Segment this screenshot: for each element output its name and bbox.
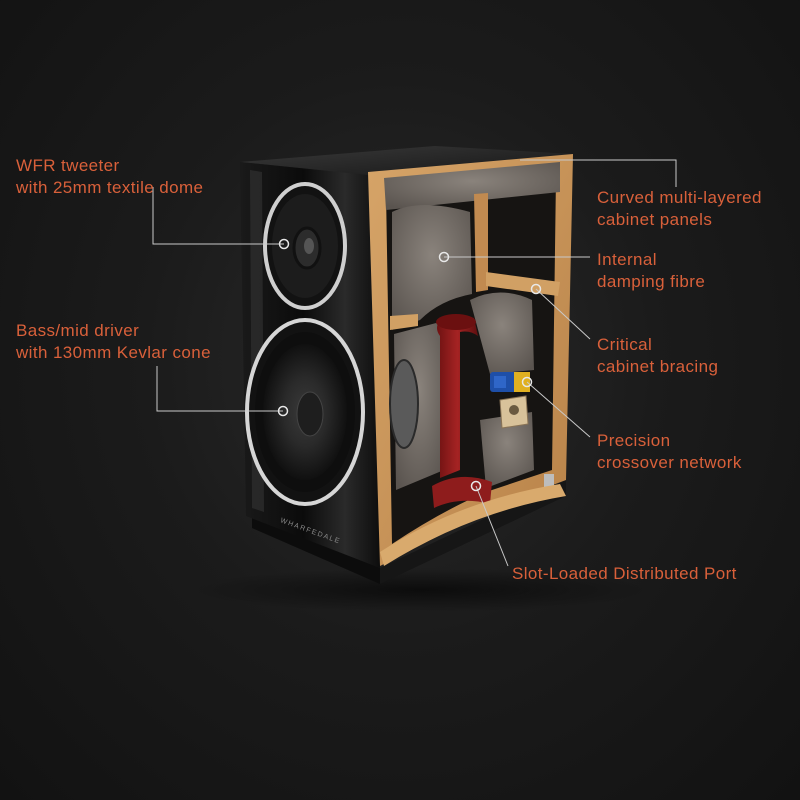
- top-damping-layer: [384, 162, 560, 210]
- lower-felt-bottom: [480, 412, 534, 488]
- cabinet-brace-left: [390, 314, 418, 330]
- callout-damping-line2: damping fibre: [597, 272, 706, 291]
- marker-damping: [438, 251, 450, 263]
- callout-bass-mid: Bass/mid driver with 130mm Kevlar cone: [16, 320, 211, 364]
- curved-base-panel: [380, 484, 566, 566]
- marker-crossover: [521, 376, 533, 388]
- distributed-port: [432, 314, 492, 508]
- callout-bracing-line2: cabinet bracing: [597, 357, 719, 376]
- leader-line-port: [475, 485, 509, 567]
- marker-bracing: [530, 283, 542, 295]
- cabinet-brace-shelf: [486, 272, 560, 296]
- floor-shadow: [190, 568, 650, 612]
- callout-bass-mid-line1: Bass/mid driver: [16, 321, 140, 340]
- leader-line-tweeter: [152, 187, 284, 245]
- marker-tweeter: [278, 238, 290, 250]
- callout-crossover-line1: Precision: [597, 431, 671, 450]
- callout-damping: Internal damping fibre: [597, 249, 705, 293]
- vertical-brace: [474, 193, 488, 292]
- leader-line-bass-mid: [156, 366, 283, 412]
- lower-felt-right: [470, 292, 534, 374]
- callout-markers: [277, 238, 542, 492]
- marker-bass-mid: [277, 405, 289, 417]
- leader-lines: [152, 159, 677, 567]
- callout-crossover-line2: crossover network: [597, 453, 742, 472]
- callout-bracing-line1: Critical: [597, 335, 653, 354]
- callout-damping-line1: Internal: [597, 250, 657, 269]
- bass-mid-driver: [245, 318, 365, 506]
- callout-crossover: Precision crossover network: [597, 430, 742, 474]
- marker-port: [470, 480, 482, 492]
- callout-port-line1: Slot-Loaded Distributed Port: [512, 564, 737, 583]
- callout-tweeter-line1: WFR tweeter: [16, 156, 120, 175]
- callout-panels-line1: Curved multi-layered: [597, 188, 762, 207]
- cabinet-top: [240, 146, 573, 176]
- rear-terminal: [544, 474, 554, 496]
- leader-line-bracing: [535, 288, 591, 340]
- callout-bracing: Critical cabinet bracing: [597, 334, 718, 378]
- tweeter: [263, 182, 347, 310]
- leader-line-crossover: [526, 381, 591, 438]
- callout-panels: Curved multi-layered cabinet panels: [597, 187, 762, 231]
- callout-panels-line2: cabinet panels: [597, 210, 713, 229]
- callout-port: Slot-Loaded Distributed Port: [512, 563, 737, 585]
- leader-line-panels: [520, 159, 677, 187]
- driver-magnet: [389, 359, 419, 449]
- damping-fibre: [392, 205, 472, 330]
- callout-tweeter-line2: with 25mm textile dome: [16, 178, 204, 197]
- callout-tweeter: WFR tweeter with 25mm textile dome: [16, 155, 203, 199]
- callout-bass-mid-line2: with 130mm Kevlar cone: [16, 343, 211, 362]
